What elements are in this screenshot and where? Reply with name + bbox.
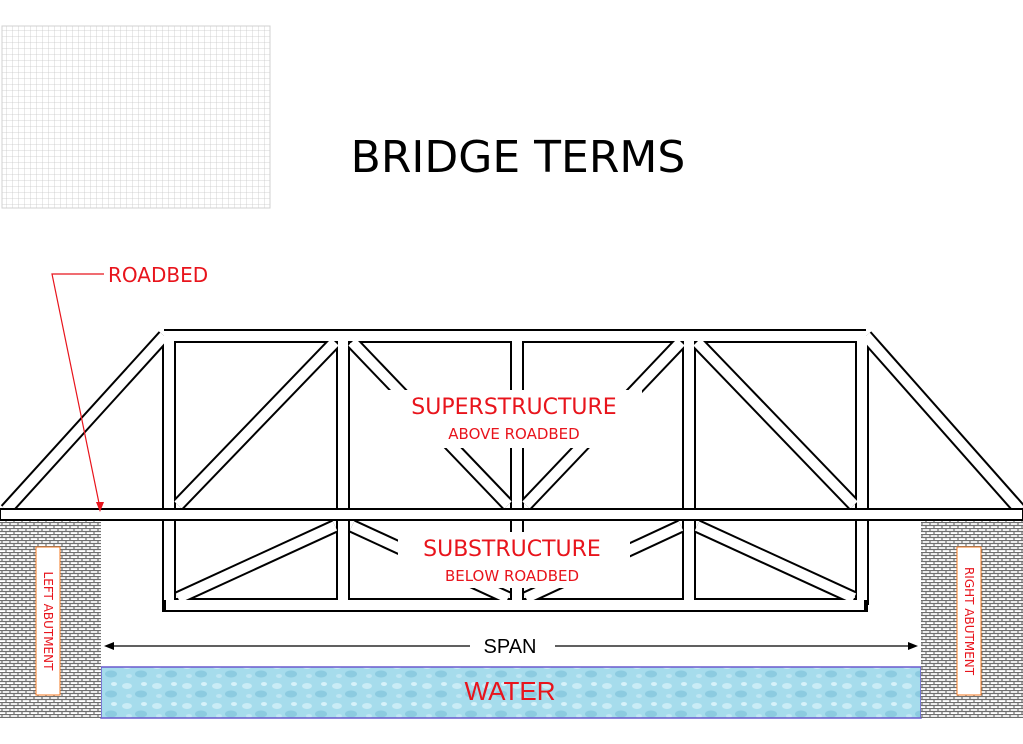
substructure-label: SUBSTRUCTURE bbox=[423, 537, 601, 562]
superstructure-label: SUPERSTRUCTURE bbox=[411, 395, 616, 420]
left-abutment-label: LEFT ABUTMENT bbox=[41, 572, 55, 672]
span-arrow-right bbox=[908, 642, 918, 650]
above-roadbed-label: ABOVE ROADBED bbox=[448, 425, 579, 443]
span-arrow-left bbox=[104, 642, 114, 650]
roadbed-arrowhead bbox=[96, 502, 104, 512]
page-title: BRIDGE TERMS bbox=[351, 132, 686, 183]
below-roadbed-label: BELOW ROADBED bbox=[445, 567, 579, 585]
roadbed-leader-line bbox=[51, 273, 104, 509]
superstructure-label-bg bbox=[388, 390, 642, 448]
roadbed-label: ROADBED bbox=[108, 263, 208, 287]
grid-decoration bbox=[1, 25, 271, 209]
right-abutment-label-box bbox=[956, 546, 982, 696]
substructure-label-bg bbox=[398, 532, 630, 588]
roadbed-deck bbox=[0, 508, 1023, 521]
right-abutment-label: RIGHT ABUTMENT bbox=[962, 567, 976, 676]
water-body bbox=[100, 666, 922, 719]
left-abutment-label-box bbox=[35, 546, 61, 696]
span-label: SPAN bbox=[484, 636, 537, 658]
water-label: WATER bbox=[465, 676, 556, 706]
